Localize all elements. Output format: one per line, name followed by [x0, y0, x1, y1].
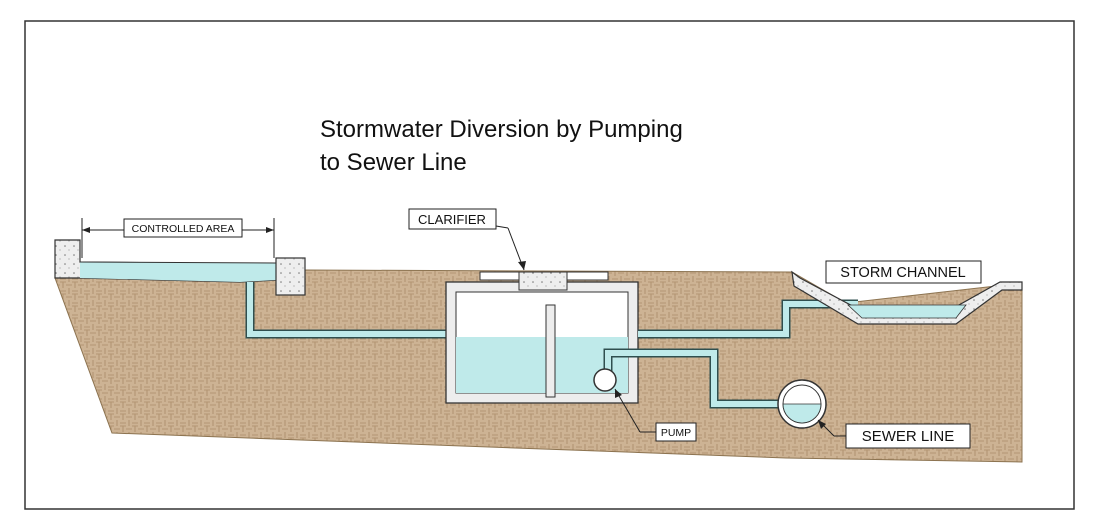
- drawing-frame: [24, 20, 1075, 510]
- controlled-area-slab: [54, 239, 306, 296]
- pump-label: PUMP: [661, 427, 691, 439]
- sewer-line-pipe: [777, 379, 827, 429]
- clarifier-label: CLARIFIER: [418, 212, 486, 227]
- sewer-line-label: SEWER LINE: [862, 428, 955, 445]
- sewer-line-callout: SEWER LINE: [817, 419, 971, 449]
- storm-channel: [791, 270, 1023, 325]
- clarifier-baffle: [545, 304, 556, 398]
- clarifier-callout: CLARIFIER: [408, 208, 526, 271]
- storm-channel-label: STORM CHANNEL: [840, 265, 965, 281]
- diagram-title-line-1: Stormwater Diversion by Pumping: [320, 116, 683, 143]
- controlled-area-label: CONTROLLED AREA: [132, 223, 235, 235]
- diagram-title-line-2: to Sewer Line: [320, 149, 467, 176]
- inlet-structure: [275, 257, 306, 296]
- controlled-area-dimension: CONTROLLED AREA: [81, 218, 275, 258]
- pump-icon: [593, 368, 617, 392]
- storm-channel-callout: STORM CHANNEL: [825, 260, 982, 284]
- pump-callout: PUMP: [614, 388, 697, 442]
- clarifier-manhole-cover: [518, 271, 568, 291]
